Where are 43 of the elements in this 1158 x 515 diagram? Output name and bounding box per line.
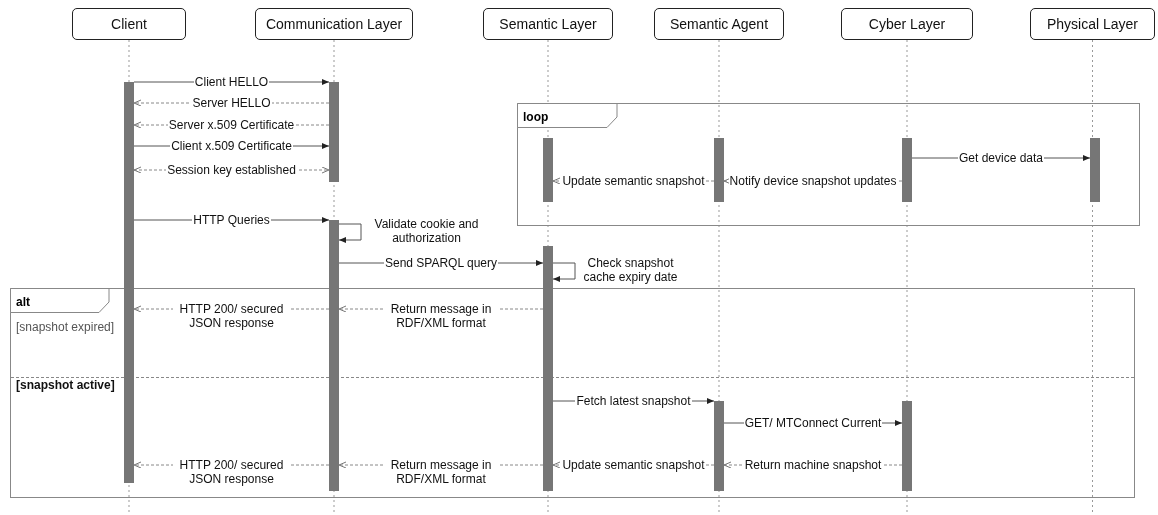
message-label: Client HELLO [193, 75, 270, 89]
message-label: Validate cookie and authorization [373, 217, 480, 245]
activation-bar [124, 82, 134, 483]
message-label: Send SPARQL query [383, 256, 499, 270]
message-label: Return message in RDF/XML format [382, 458, 500, 486]
activation-bar [902, 401, 912, 491]
guard-condition: [snapshot expired] [16, 320, 115, 334]
message-label: Server HELLO [191, 96, 272, 110]
fragment-operator: alt [16, 295, 30, 309]
message-label: HTTP 200/ secured JSON response [173, 302, 290, 330]
participant-box: Semantic Agent [654, 8, 784, 40]
participant-box: Cyber Layer [841, 8, 973, 40]
activation-bar [329, 82, 339, 182]
activation-bar [714, 401, 724, 491]
message-label: HTTP 200/ secured JSON response [173, 458, 290, 486]
activation-bar [329, 220, 339, 491]
message-label: Notify device snapshot updates [728, 174, 898, 188]
message-label: Get device data [957, 151, 1045, 165]
message-label: Check snapshot cache expiry date [582, 256, 679, 284]
guard-condition: [snapshot active] [16, 378, 115, 392]
combined-fragment [517, 103, 1140, 226]
activation-bar [714, 138, 724, 202]
message-arrow [552, 262, 576, 282]
message-label: Update semantic snapshot [561, 458, 706, 472]
participant-box: Communication Layer [255, 8, 413, 40]
fragment-operator: loop [523, 110, 549, 124]
message-label: Fetch latest snapshot [575, 394, 692, 408]
message-label: Return message in RDF/XML format [382, 302, 500, 330]
participant-box: Client [72, 8, 186, 40]
activation-bar [543, 138, 553, 202]
activation-bar [543, 246, 553, 491]
message-label: Update semantic snapshot [561, 174, 706, 188]
activation-bar [1090, 138, 1100, 202]
message-arrow [338, 223, 362, 243]
message-label: HTTP Queries [192, 213, 271, 227]
message-label: GET/ MTConnect Current [743, 416, 883, 430]
participant-box: Physical Layer [1030, 8, 1155, 40]
activation-bar [902, 138, 912, 202]
participant-box: Semantic Layer [483, 8, 613, 40]
message-label: Client x.509 Certificate [170, 139, 293, 153]
message-label: Return machine snapshot [743, 458, 883, 472]
message-label: Session key established [166, 163, 297, 177]
message-label: Server x.509 Certificate [167, 118, 296, 132]
